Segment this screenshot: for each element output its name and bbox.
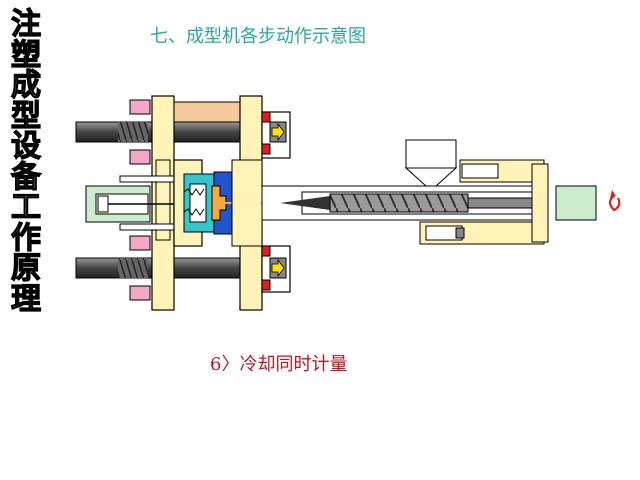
rotation-arrow-icon <box>608 195 621 212</box>
injection-frame-upper-inner <box>461 163 499 179</box>
yellow-arrow-icon <box>271 258 285 278</box>
side-title-char: 原 <box>10 251 41 286</box>
mold-cavity <box>211 185 227 221</box>
lower-nut-top <box>129 235 151 251</box>
fixed-platen-center <box>231 159 263 247</box>
yellow-arrow-icon <box>271 122 285 142</box>
lower-red-piston-top <box>261 245 271 257</box>
toggle-bar-lower <box>119 223 183 231</box>
rear-injection-plate <box>531 163 549 243</box>
side-title-char: 注 <box>10 7 41 42</box>
side-title-char: 成 <box>10 68 41 103</box>
clamp-piston <box>97 195 109 213</box>
toggle-bar-upper <box>119 175 183 183</box>
upper-nut-top <box>129 99 151 115</box>
melt-tip <box>280 196 330 210</box>
hydraulic-motor <box>555 185 597 221</box>
upper-tie-bar-thread <box>118 122 148 142</box>
lower-nut-bottom <box>129 285 151 301</box>
main-title: 七、成型机各步动作示意图 <box>150 26 366 47</box>
lower-red-piston-bottom <box>261 279 271 291</box>
side-title-char: 备 <box>10 159 41 195</box>
side-title-char: 塑 <box>10 37 41 73</box>
upper-red-piston-bottom <box>261 143 271 155</box>
side-title-char: 理 <box>10 281 41 317</box>
step-caption: 6〉冷却同时计量 <box>210 354 348 375</box>
injection-piston-lower <box>455 227 465 239</box>
side-title-char: 作 <box>10 220 41 256</box>
upper-nut-bottom <box>129 149 151 165</box>
side-title-char: 型 <box>10 98 41 134</box>
hopper-funnel <box>404 167 458 187</box>
hopper-top <box>405 139 457 169</box>
vertical-side-title: 注 塑 成 型 设 备 工 作 原 理 <box>6 7 46 317</box>
side-title-char: 工 <box>10 190 41 225</box>
upper-red-piston-top <box>261 111 271 123</box>
lower-tie-bar-thread <box>118 258 148 278</box>
screw <box>329 193 469 213</box>
upper-hydraulic-cylinder <box>173 101 241 123</box>
side-title-char: 设 <box>10 129 41 164</box>
